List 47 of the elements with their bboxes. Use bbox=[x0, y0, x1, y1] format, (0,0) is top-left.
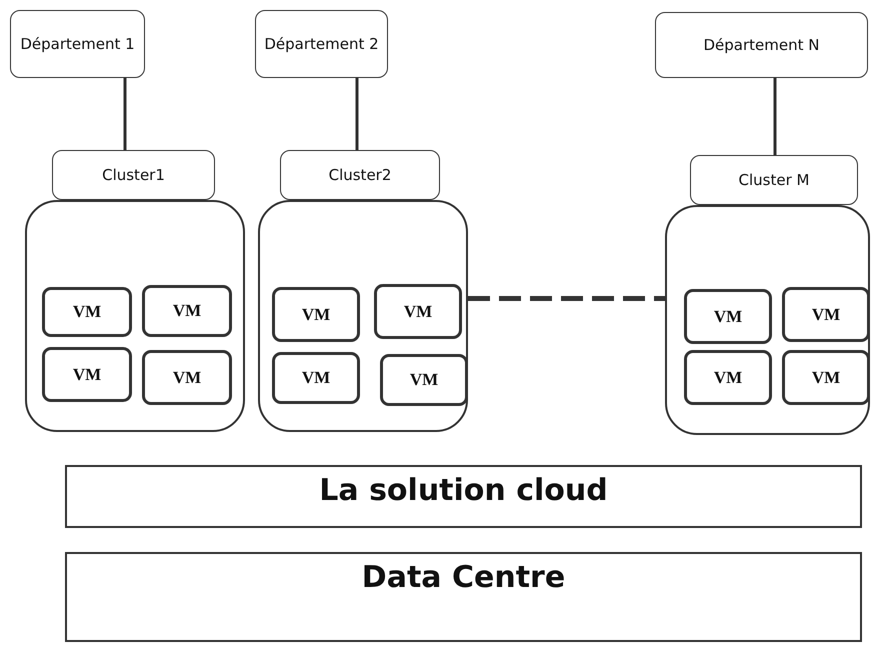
node-label: VM bbox=[404, 302, 432, 322]
node-label: VM bbox=[172, 301, 202, 321]
connector-line bbox=[774, 78, 776, 155]
node-label: VM bbox=[410, 370, 438, 390]
layer-band bbox=[65, 552, 862, 642]
vm-box bbox=[142, 285, 232, 337]
vm-box bbox=[142, 350, 232, 405]
node-label: Cluster M bbox=[738, 171, 810, 189]
vm-box bbox=[272, 287, 360, 342]
dashed-connector bbox=[468, 296, 665, 301]
node-label: Département 1 bbox=[20, 35, 135, 53]
node-label: Département 2 bbox=[264, 35, 379, 53]
vm-box bbox=[684, 289, 772, 344]
department-box bbox=[655, 12, 868, 78]
node-label: VM bbox=[72, 364, 102, 384]
vm-box bbox=[42, 347, 132, 402]
node-label: VM bbox=[812, 304, 840, 324]
node-label: La solution cloud bbox=[319, 473, 608, 508]
node-label: VM bbox=[302, 304, 330, 324]
node-label: Cluster2 bbox=[328, 166, 392, 184]
vm-box bbox=[782, 287, 870, 342]
cluster-box bbox=[280, 150, 440, 200]
layer-band bbox=[65, 465, 862, 528]
cluster-container bbox=[25, 200, 245, 432]
connector-line bbox=[124, 78, 126, 150]
department-box bbox=[10, 10, 145, 78]
node-label: VM bbox=[714, 368, 742, 388]
cluster-box bbox=[690, 155, 858, 205]
vm-box bbox=[380, 354, 468, 406]
node-label: VM bbox=[714, 306, 742, 326]
node-label: VM bbox=[302, 368, 330, 388]
cluster-box bbox=[52, 150, 215, 200]
vm-box bbox=[272, 352, 360, 404]
node-label: Cluster1 bbox=[102, 166, 165, 184]
node-label: VM bbox=[812, 368, 840, 388]
node-label: Data Centre bbox=[362, 560, 566, 595]
department-box bbox=[255, 10, 388, 78]
node-label: VM bbox=[72, 302, 102, 322]
vm-box bbox=[684, 350, 772, 405]
node-label: VM bbox=[172, 368, 202, 388]
vm-box bbox=[782, 350, 870, 405]
cluster-container bbox=[665, 205, 870, 435]
vm-box bbox=[42, 287, 132, 337]
connector-line bbox=[356, 78, 358, 150]
cluster-container bbox=[258, 200, 468, 432]
node-label: Département N bbox=[704, 36, 820, 54]
vm-box bbox=[374, 284, 462, 339]
